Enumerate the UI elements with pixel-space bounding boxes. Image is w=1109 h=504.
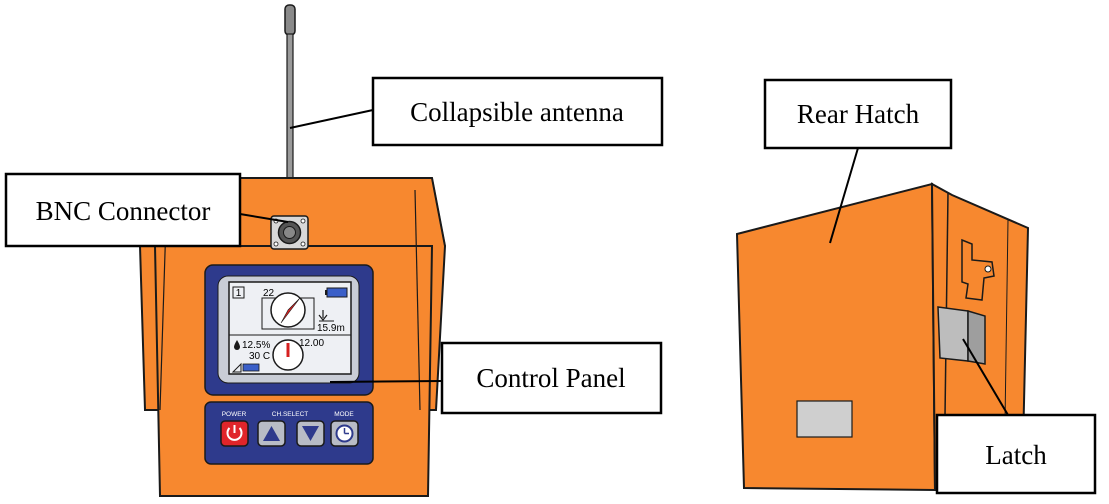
lcd-depth: 15.9m — [317, 323, 345, 334]
callout-control-panel: Control Panel — [440, 341, 663, 415]
housing-side — [735, 182, 937, 492]
callout-rear-hatch: Rear Hatch — [763, 78, 953, 150]
down-arrow-icon — [302, 426, 319, 441]
bnc-connector — [270, 215, 309, 250]
depth-icon — [318, 310, 334, 322]
bottom-battery-icon — [231, 362, 260, 373]
callout-antenna-label: Collapsible antenna — [410, 97, 624, 127]
drop-icon — [234, 340, 240, 350]
callout-bnc-label: BNC Connector — [36, 196, 211, 226]
battery-icon — [325, 287, 348, 298]
callout-rear-hatch-label: Rear Hatch — [797, 99, 920, 129]
front-view: 1 22 15.9m 12.5% 30 C — [138, 4, 447, 497]
mode-button[interactable] — [330, 420, 359, 447]
callout-latch-label: Latch — [985, 440, 1047, 470]
callout-bnc: BNC Connector — [4, 172, 242, 248]
lcd-bottom-left: 12.5% — [242, 340, 270, 351]
ch-select-label: CH.SELECT — [272, 411, 309, 418]
lcd-top-value: 22 — [263, 288, 275, 299]
button-panel: POWER CH.SELECT MODE — [204, 401, 374, 465]
callout-antenna: Collapsible antenna — [371, 76, 664, 147]
callout-latch: Latch — [935, 413, 1097, 495]
clock-icon — [335, 424, 354, 443]
power-icon — [226, 425, 243, 441]
lcd-channel: 1 — [236, 288, 242, 299]
hinge-bracket — [961, 238, 995, 301]
ch-up-button[interactable] — [257, 420, 286, 447]
hatch-plate — [796, 400, 853, 438]
leader-lines — [239, 109, 1009, 416]
latch — [937, 306, 986, 365]
power-button[interactable] — [220, 420, 249, 447]
up-arrow-icon — [263, 426, 280, 441]
mode-label: MODE — [334, 411, 354, 418]
ch-down-button[interactable] — [296, 420, 325, 447]
lcd-time: 12.00 — [299, 338, 324, 349]
control-panel: 1 22 15.9m 12.5% 30 C — [204, 264, 374, 396]
power-label: POWER — [222, 411, 247, 418]
lcd-temperature: 30 C — [249, 351, 270, 362]
callout-control-panel-label: Control Panel — [476, 363, 625, 393]
